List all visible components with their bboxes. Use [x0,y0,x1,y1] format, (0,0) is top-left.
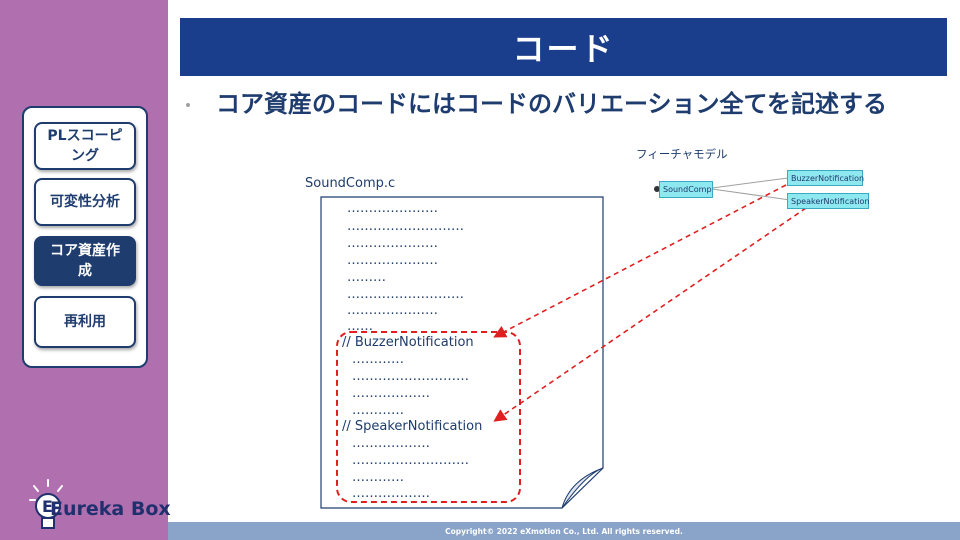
bullet-marker [186,103,190,107]
buzzer-comment: // BuzzerNotification [342,335,474,350]
page-fold [561,467,604,509]
code-line: …… [347,319,373,334]
code-line: ……… [347,270,386,285]
nav-item-label: PLスコーピング [47,128,123,164]
code-line: ………………… [347,303,438,318]
code-line: ……………… [352,486,430,501]
lightbulb-icon: E [29,479,63,529]
buzzer-arrow [493,184,787,338]
code-line: ………… [352,352,404,367]
nav-item-label: 可変性分析 [50,194,120,210]
code-line: ……………… [352,436,430,451]
feature-node-speaker[interactable]: SpeakerNotification [787,193,869,209]
slide-title: コード [512,30,615,68]
feature-node-buzzer[interactable]: BuzzerNotification [787,170,864,186]
process-nav-panel: PLスコーピング 可変性分析 コア資産作成 再利用 [22,106,148,368]
code-line: ………………… [347,236,438,251]
nav-item-core-asset-creation[interactable]: コア資産作成 [34,236,136,286]
speaker-arrow [493,207,807,422]
code-line: ………………… [347,253,438,268]
nav-item-reuse[interactable]: 再利用 [34,296,136,348]
eureka-box-logo: E Eureka Box [28,478,171,538]
nav-item-label: コア資産作成 [50,243,120,279]
file-name: SoundComp.c [305,176,396,191]
feature-node-root[interactable]: SoundComp [659,181,713,198]
sidebar: PLスコーピング 可変性分析 コア資産作成 再利用 E Eureka Box [0,0,171,540]
code-line: ……………………… [347,287,464,302]
nav-item-variability-analysis[interactable]: 可変性分析 [34,178,136,226]
svg-text:E: E [42,497,53,516]
bullet-text: コア資産のコードにはコードのバリエーション全てを記述する [216,90,888,118]
code-line: ……………………… [352,453,469,468]
title-bar: コード [180,18,947,76]
code-line: ………… [352,403,404,418]
code-line: ……………… [352,386,430,401]
code-line: ………………… [347,201,438,216]
code-line: ……………………… [352,369,469,384]
code-line: ………… [352,470,404,485]
nav-item-label: 再利用 [64,314,106,330]
feature-model-label: フィーチャモデル [636,147,728,161]
logo-text: Eureka Box [50,498,171,520]
nav-item-pl-scoping[interactable]: PLスコーピング [34,122,136,170]
speaker-comment: // SpeakerNotification [342,419,483,434]
code-line: ……………………… [347,219,464,234]
footer-bar: Copyright© 2022 eXmotion Co., Ltd. All r… [168,522,960,540]
copyright-text: Copyright© 2022 eXmotion Co., Ltd. All r… [445,526,683,536]
